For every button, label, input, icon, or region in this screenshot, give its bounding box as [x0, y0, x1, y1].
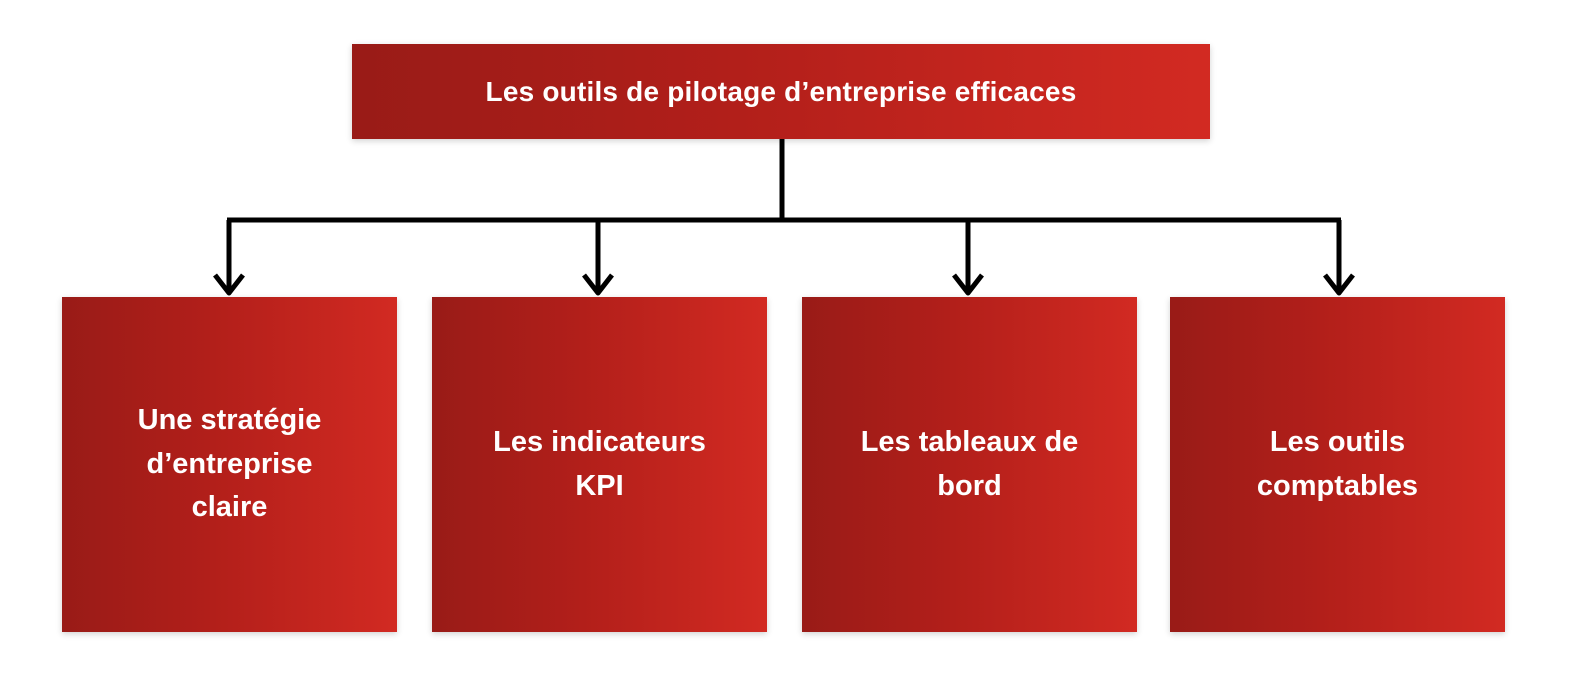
child-node-tableaux-de-bord: Les tableaux de bord [802, 297, 1137, 632]
child-node-label: Une stratégie d’entreprise claire [137, 404, 322, 524]
child-node-outils-comptables: Les outils comptables [1170, 297, 1505, 632]
child-node-strategie: Une stratégie d’entreprise claire [62, 297, 397, 632]
root-node: Les outils de pilotage d’entreprise effi… [352, 44, 1210, 139]
child-node-label: Les tableaux de bord [860, 426, 1079, 502]
arrowhead-3 [1323, 273, 1355, 296]
arrowhead-2 [952, 273, 984, 296]
arrowhead-1 [582, 273, 614, 296]
child-node-kpi: Les indicateurs KPI [432, 297, 767, 632]
arrowhead-0 [213, 273, 245, 296]
child-node-label: Les outils comptables [1256, 426, 1419, 502]
child-node-label: Les indicateurs KPI [493, 426, 706, 502]
root-node-label: Les outils de pilotage d’entreprise effi… [485, 75, 1077, 107]
